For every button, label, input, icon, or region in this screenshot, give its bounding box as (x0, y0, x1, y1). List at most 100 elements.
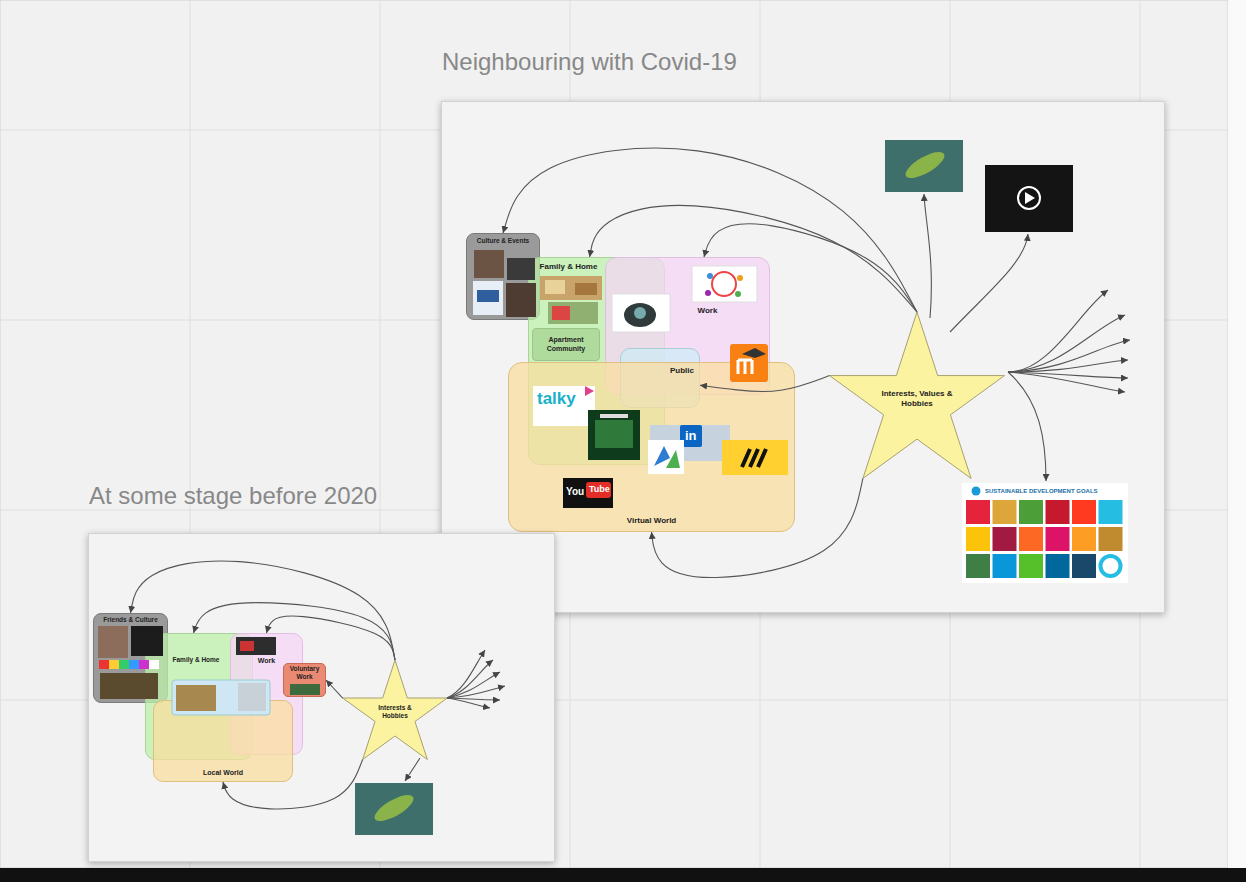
mindmap-dot (735, 291, 741, 297)
sdg-tile (1099, 527, 1123, 551)
leader-arrow (1008, 372, 1128, 378)
leader-arrow (1008, 315, 1125, 372)
bottom-bar (0, 868, 1246, 882)
sdg-tile (1072, 527, 1096, 551)
sdg-tile (1099, 500, 1123, 524)
star-label: Interests, Values & Hobbies (875, 389, 959, 408)
connector-arrow (326, 680, 343, 698)
box-label: Local World (158, 769, 288, 777)
leader-arrow (447, 698, 490, 708)
logo-text: SUSTAINABLE DEVELOPMENT GOALS (985, 488, 1098, 494)
window-edge (1228, 0, 1246, 868)
game-screenshot (588, 410, 640, 460)
app-logo (654, 446, 670, 466)
moodle-icon (730, 344, 768, 382)
photo-thumbnail (548, 302, 598, 324)
star-shape: Interests & Hobbies (340, 660, 450, 759)
photo-group (172, 680, 270, 715)
photo-thumbnail (131, 626, 163, 656)
sdg-tile (966, 527, 990, 551)
connector-arrow (590, 205, 917, 312)
play-button (1018, 187, 1040, 209)
logo-text: talky (537, 390, 576, 407)
sdg-tile (1019, 527, 1043, 551)
leader-arrow (950, 234, 1028, 332)
color-stripe (119, 660, 129, 669)
video-thumbnail (985, 165, 1073, 232)
leader-arrow (447, 686, 505, 698)
box-label: Work (686, 306, 729, 316)
app-logo (666, 450, 680, 468)
logo-label-holder: You (566, 487, 584, 497)
sdg-tile (966, 500, 990, 524)
connector-arrow (704, 224, 917, 312)
moodle-icon (742, 348, 766, 358)
talky-logo (533, 386, 595, 426)
connector-arrow (194, 603, 395, 660)
connector-arrow (700, 376, 830, 392)
leader-arrow (1008, 290, 1108, 372)
box-label: Family & Home (533, 262, 604, 272)
sdg-tile (993, 554, 1017, 578)
box-label: Virtual World (513, 516, 790, 526)
play-button (1025, 192, 1035, 204)
sdg-tile (993, 500, 1017, 524)
moodle-icon (738, 360, 752, 374)
photo-detail (545, 280, 565, 294)
sculpture (634, 307, 646, 319)
category-box: Apartment Community (532, 328, 600, 361)
sdg-tile (1046, 554, 1070, 578)
connector-arrow (503, 148, 917, 312)
sdg-tile (1072, 500, 1096, 524)
box-label: Public (626, 366, 694, 376)
color-stripe (129, 660, 139, 669)
connector-arrow (223, 759, 363, 809)
photo-thumbnail (290, 684, 320, 695)
logo-text: You (566, 487, 584, 497)
box-label: Friends & Culture (96, 616, 165, 624)
box-label: Culture & Events (470, 237, 536, 245)
photo-thumbnail (176, 685, 216, 711)
connector-arrow (267, 616, 396, 660)
photo-thumbnail (355, 783, 433, 835)
sdg-tile (1019, 554, 1043, 578)
box-label: Work (235, 657, 298, 665)
color-stripe (149, 660, 159, 669)
miro-logo (722, 440, 788, 475)
canvas-ground (0, 0, 1228, 868)
sdg-tile (1072, 554, 1096, 578)
sculpture (624, 303, 656, 327)
game-screenshot (600, 414, 628, 418)
leaf (371, 790, 417, 826)
leader-arrow (1008, 340, 1130, 372)
photo-thumbnail (238, 683, 266, 711)
diagram-panel: At some stage before 2020Friends & Cultu… (88, 533, 555, 862)
photo-thumbnail (506, 283, 536, 317)
leader-arrow (447, 660, 493, 698)
box-label: Apartment Community (535, 336, 597, 353)
photo-thumbnail (236, 637, 276, 655)
logo-label-holder: in (685, 429, 697, 442)
photo-thumbnail (885, 140, 963, 192)
star-outline (830, 312, 1005, 478)
logo-text: Tube (589, 485, 610, 494)
logo-mark (477, 290, 499, 302)
photo-detail (575, 283, 597, 295)
photo-thumbnail (473, 281, 503, 315)
logo-label-holder: SUSTAINABLE DEVELOPMENT GOALS (985, 488, 1098, 494)
sdg-tile (1046, 527, 1070, 551)
star-outline (343, 660, 448, 760)
star-label: Interests & Hobbies (369, 704, 421, 720)
logo-label-holder: talky (537, 390, 576, 407)
star-shape: Interests, Values & Hobbies (825, 312, 1009, 478)
leader-arrow (1008, 372, 1046, 481)
photo-thumbnail (692, 266, 757, 302)
app-logo (648, 440, 684, 474)
photo-thumbnail (100, 673, 158, 699)
panel-title: Neighbouring with Covid-19 (442, 48, 737, 77)
photo-thumbnail (474, 250, 504, 278)
grid-lines (0, 0, 1228, 868)
logo-label-holder: Tube (589, 485, 610, 494)
